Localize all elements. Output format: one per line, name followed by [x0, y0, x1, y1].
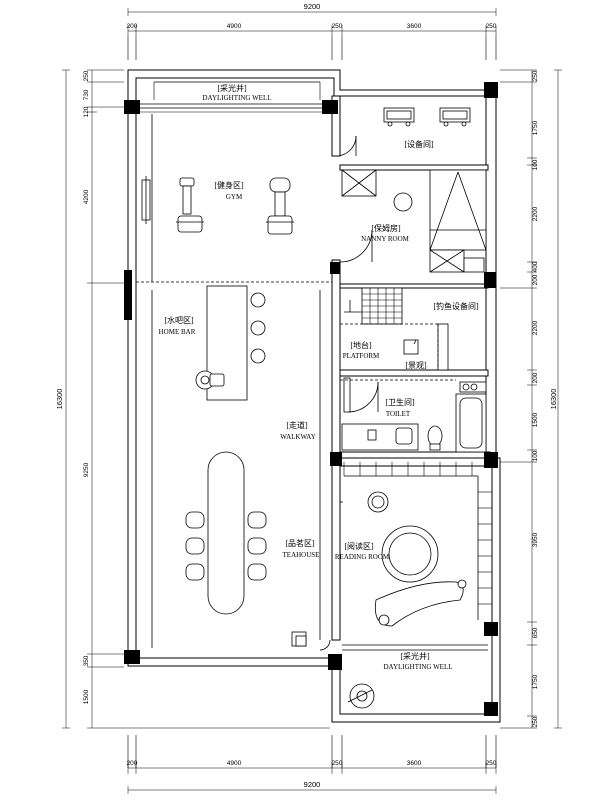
bottom-dim-seg-2: 4900	[227, 760, 242, 767]
right-dim-seg-10: 100	[532, 450, 539, 461]
overall-height-right: 16300	[549, 389, 558, 410]
right-dim-seg-6: 400	[532, 261, 539, 272]
right-dim-seg-14: 250	[532, 716, 539, 727]
room-label-cn: [走道]	[286, 420, 308, 430]
round-table-icon	[349, 683, 375, 709]
outer-walls	[127, 69, 501, 723]
room-label-en: READING ROOM	[335, 553, 390, 561]
left-dim-seg-5: 9250	[83, 462, 90, 477]
right-dim-seg-1: 250	[532, 70, 539, 81]
bottom-dim-seg-5: 250	[486, 760, 497, 767]
toilet-room: [卫生间] TOILET	[340, 377, 487, 453]
right-dim-seg-7: 2200	[532, 320, 539, 335]
equipment-room: [设备间]	[383, 107, 471, 149]
top-daylighting-well: [采光井] DAYLIGHTING WELL	[140, 81, 322, 113]
exercise-bike-icon	[176, 177, 204, 233]
room-label-cn: [设备间]	[404, 139, 434, 149]
left-dim-seg-2: 730	[83, 89, 90, 100]
room-label-en: TEAHOUSE	[283, 551, 320, 559]
room-label-en: NANNY ROOM	[361, 235, 410, 243]
nanny-room: [保姆房] NANNY ROOM	[339, 169, 487, 273]
reading-room: [阅读区] READING ROOM	[335, 462, 492, 627]
platform-area: [地台] PLATFORM [景观]	[343, 339, 427, 370]
overall-width-bottom: 9200	[304, 780, 321, 789]
room-label-cn: [保姆房]	[371, 223, 401, 233]
right-dim-seg-8: 200	[532, 372, 539, 383]
right-dim-seg-11: 3950	[532, 532, 539, 547]
exercise-bike-icon	[266, 177, 294, 235]
left-dimension-line: 16300 250 730 120 4200 9250 350 1500	[55, 69, 330, 729]
room-label-cn: [景观]	[405, 361, 427, 370]
right-dim-seg-12: 650	[532, 627, 539, 638]
room-label-cn: [水吧区]	[164, 315, 194, 325]
lounge-chair-icon	[367, 491, 467, 627]
home-bar: [水吧区] HOME BAR	[151, 285, 266, 648]
room-label-cn: [品茗区]	[285, 538, 315, 548]
left-dim-seg-7: 1500	[83, 689, 90, 704]
stair-fishing-area: [钓鱼设备间]	[340, 287, 479, 371]
room-label-cn: [采光井]	[217, 83, 247, 93]
left-dim-seg-4: 4200	[83, 189, 90, 204]
top-dim-seg-1: 200	[127, 23, 138, 30]
structural-columns	[124, 82, 498, 716]
sink-icon	[195, 370, 225, 390]
teahouse: [品茗区] TEAHOUSE	[185, 451, 331, 651]
right-dim-seg-5: 200	[532, 274, 539, 285]
bottom-dim-seg-4: 3600	[407, 760, 422, 767]
right-dim-seg-3: 100	[532, 159, 539, 170]
top-dim-seg-3: 250	[332, 23, 343, 30]
room-label-en: DAYLIGHTING WELL	[202, 94, 271, 102]
room-label-en: WALKWAY	[280, 433, 316, 441]
room-label-en: TOILET	[386, 410, 411, 418]
right-dim-seg-4: 2200	[532, 206, 539, 221]
left-dim-seg-6: 350	[83, 655, 90, 666]
gym-zone: [健身区] GYM	[136, 114, 357, 283]
bottom-dim-seg-1: 200	[127, 760, 138, 767]
bottom-daylighting-well: [采光井] DAYLIGHTING WELL	[342, 644, 488, 709]
room-label-cn: [地台]	[350, 340, 372, 350]
room-label-cn: [阅读区]	[344, 541, 374, 551]
chair-icon	[185, 511, 267, 581]
left-dim-seg-1: 250	[83, 70, 90, 81]
room-label-cn: [卫生间]	[385, 397, 415, 407]
right-dim-seg-13: 1750	[532, 674, 539, 689]
left-dim-seg-3: 120	[83, 106, 90, 117]
right-dimension-line: 250 1750 100 2200 200 400 2200 200 1500 …	[500, 69, 562, 729]
top-dim-seg-2: 4900	[227, 23, 242, 30]
walkway: [走道] WALKWAY	[280, 290, 321, 640]
room-label-en: PLATFORM	[343, 352, 380, 360]
top-dimension-line: 9200 200 4900 250 3600 250	[127, 2, 497, 60]
top-dim-seg-5: 250	[486, 23, 497, 30]
top-dim-seg-4: 3600	[407, 23, 422, 30]
overall-height-left: 16300	[55, 389, 64, 410]
room-label-cn: [钓鱼设备间]	[433, 301, 479, 311]
overall-width-top: 9200	[304, 2, 321, 11]
room-label-en: HOME BAR	[159, 328, 196, 336]
room-label-cn: [健身区]	[214, 180, 244, 190]
right-dim-seg-2: 1750	[532, 120, 539, 135]
bottom-dimension-line: 200 4900 250 3600 250 9200	[127, 735, 497, 794]
room-label-cn: [采光井]	[400, 651, 430, 661]
bottom-dim-seg-3: 250	[332, 760, 343, 767]
room-label-en: GYM	[226, 193, 243, 201]
right-dim-seg-9: 1500	[532, 412, 539, 427]
room-label-en: DAYLIGHTING WELL	[383, 663, 452, 671]
